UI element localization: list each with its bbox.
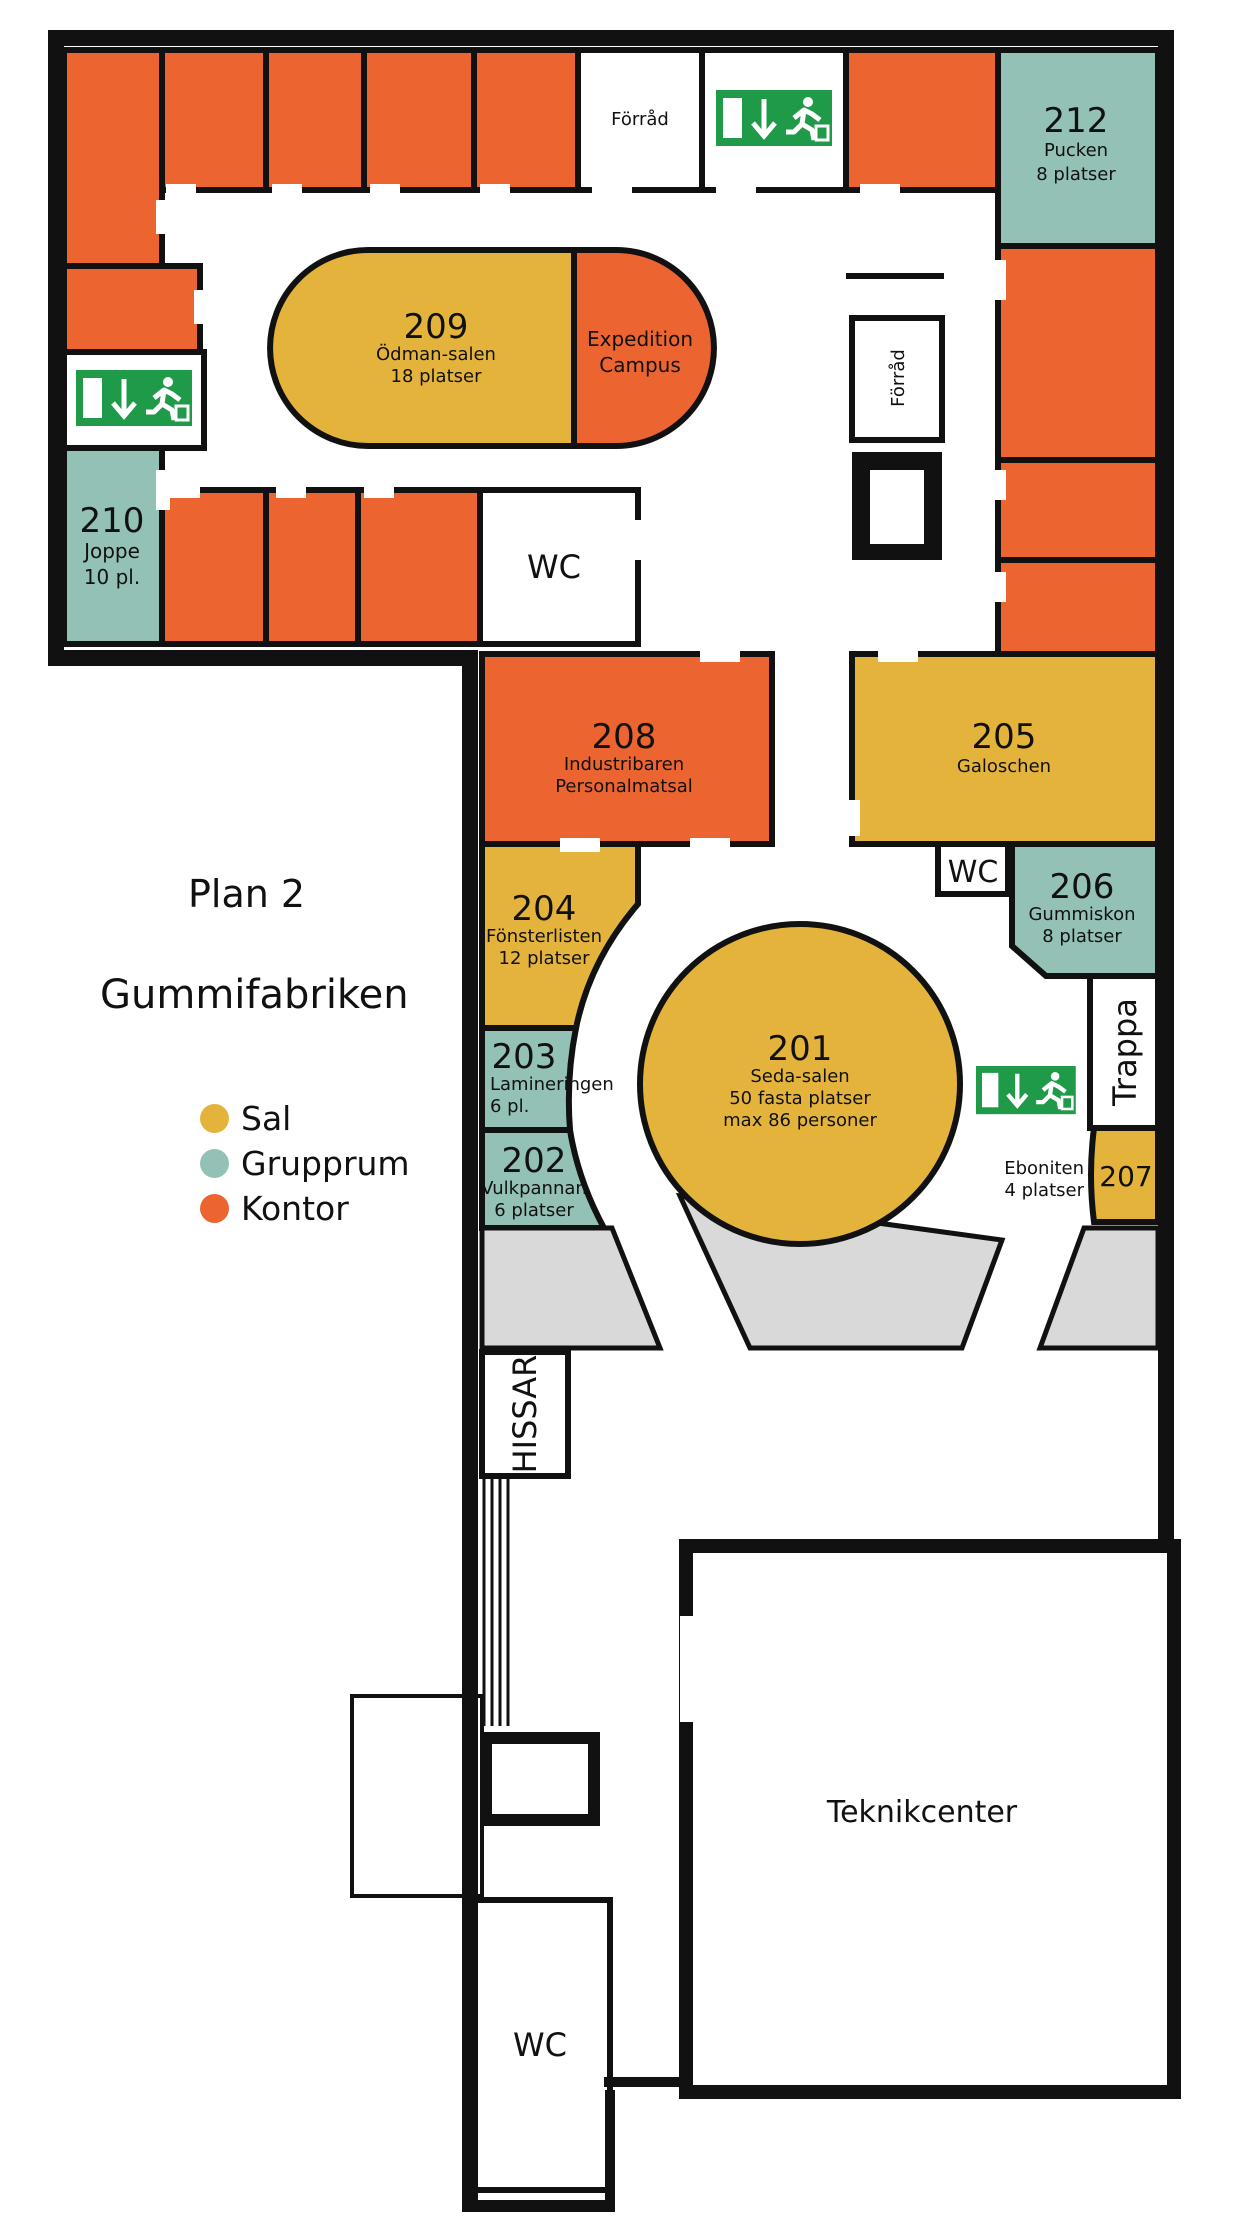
label-207-number: 207 xyxy=(1099,1160,1152,1193)
office-bottom-2 xyxy=(263,487,361,647)
label-204-number: 204 xyxy=(512,889,577,929)
label-202-number: 202 xyxy=(502,1141,567,1181)
office-right-3 xyxy=(995,557,1161,657)
office-top-6 xyxy=(843,47,1001,193)
legend-item-kontor: Kontor xyxy=(200,1186,410,1231)
emergency-exit-icon xyxy=(716,90,832,146)
label-210-number: 210 xyxy=(80,501,145,541)
label-209-name: Ödman-salen xyxy=(376,343,496,365)
kontor-color-dot xyxy=(200,1194,229,1223)
elevators xyxy=(479,1349,571,1479)
label-212-seats: 8 platser xyxy=(1036,164,1116,185)
outer-walls xyxy=(48,30,1174,2212)
door-gaps xyxy=(156,184,1006,852)
emergency-exit-icon xyxy=(976,1066,1076,1114)
label-208-sub: Personalmatsal xyxy=(555,776,693,797)
legend-label-kontor: Kontor xyxy=(241,1189,349,1228)
label-expedition-2: Campus xyxy=(599,353,681,377)
label-202-seats: 6 platser xyxy=(494,1200,574,1221)
label-203-number: 203 xyxy=(492,1037,557,1077)
label-201-max: max 86 personer xyxy=(723,1110,877,1131)
legend-item-grupprum: Grupprum xyxy=(200,1141,410,1186)
legend-item-sal: Sal xyxy=(200,1096,410,1141)
office-top-3 xyxy=(263,47,367,193)
room-205 xyxy=(849,651,1161,847)
label-208-name: Industribaren xyxy=(564,754,684,775)
label-209-seats: 18 platser xyxy=(391,366,483,387)
office-top-5 xyxy=(471,47,581,193)
office-left-1 xyxy=(61,47,165,269)
label-206-name: Gummiskon xyxy=(1028,904,1135,925)
wc-upper-room xyxy=(477,487,641,647)
label-hissar: HISSAR xyxy=(506,1355,544,1474)
office-bottom-3 xyxy=(355,487,483,647)
storage-top xyxy=(575,47,705,193)
label-expedition-1: Expedition xyxy=(587,327,693,351)
wc-lower-room xyxy=(467,1897,613,2193)
ramp-right xyxy=(1036,1225,1161,1351)
office-top-4 xyxy=(361,47,477,193)
plan-title: Plan 2 xyxy=(188,872,306,916)
label-201-seats: 50 fasta platser xyxy=(729,1088,871,1109)
label-206-number: 206 xyxy=(1050,867,1115,907)
wc-small-room xyxy=(935,841,1011,897)
label-208-number: 208 xyxy=(592,717,657,757)
teknikcenter-room xyxy=(679,1539,1181,2099)
label-wc-lower: WC xyxy=(513,2026,567,2064)
label-201-name: Seda-salen xyxy=(750,1066,849,1087)
room-209 xyxy=(267,247,577,449)
label-203-name: Lamineringen xyxy=(490,1074,614,1095)
grupprum-color-dot xyxy=(200,1149,229,1178)
label-207-seats: 4 platser xyxy=(1004,1180,1084,1201)
label-teknikcenter: Teknikcenter xyxy=(826,1795,1018,1830)
label-207-name: Eboniten xyxy=(1004,1158,1084,1179)
label-202-name: Vulkpannan xyxy=(481,1178,587,1199)
storage-side xyxy=(849,315,945,443)
legend-label-sal: Sal xyxy=(241,1099,292,1138)
upper-wing xyxy=(61,47,1161,657)
office-right-2 xyxy=(995,457,1161,563)
label-204-name: Fönsterlisten xyxy=(486,926,602,947)
label-210-name: Joppe xyxy=(82,539,140,563)
label-205-name: Galoschen xyxy=(957,756,1051,777)
label-trappa: Trappa xyxy=(1106,998,1144,1107)
label-205-number: 205 xyxy=(972,717,1037,757)
label-wc-upper: WC xyxy=(527,548,581,586)
expedition-campus xyxy=(571,247,717,449)
label-forrad-side: Förråd xyxy=(888,349,909,407)
office-top-2 xyxy=(159,47,269,193)
legend-label-grupprum: Grupprum xyxy=(241,1144,410,1183)
building-name: Gummifabriken xyxy=(100,972,409,1018)
office-right-1 xyxy=(995,243,1161,463)
ramp-left xyxy=(479,1225,664,1351)
label-212-name: Pucken xyxy=(1044,140,1108,161)
room-201 xyxy=(637,921,963,1247)
office-left-2 xyxy=(61,263,203,355)
label-203-seats: 6 pl. xyxy=(490,1096,529,1117)
office-bottom-1 xyxy=(159,487,269,647)
sal-color-dot xyxy=(200,1104,229,1133)
label-forrad-top: Förråd xyxy=(611,109,669,130)
lower-block xyxy=(350,1539,1181,2212)
pillar xyxy=(480,1732,600,1826)
room-208 xyxy=(479,651,775,847)
label-201-number: 201 xyxy=(768,1029,833,1069)
room-207 xyxy=(1088,1125,1161,1225)
legend: Sal Grupprum Kontor xyxy=(200,1096,410,1231)
label-210-seats: 10 pl. xyxy=(84,565,140,589)
middle-block xyxy=(479,651,1161,1726)
label-209-number: 209 xyxy=(404,307,469,347)
emergency-exit-icon xyxy=(76,370,192,426)
label-212-number: 212 xyxy=(1044,101,1109,141)
label-204-seats: 12 platser xyxy=(499,948,591,969)
label-wc-small: WC xyxy=(948,855,999,890)
label-206-seats: 8 platser xyxy=(1042,926,1122,947)
